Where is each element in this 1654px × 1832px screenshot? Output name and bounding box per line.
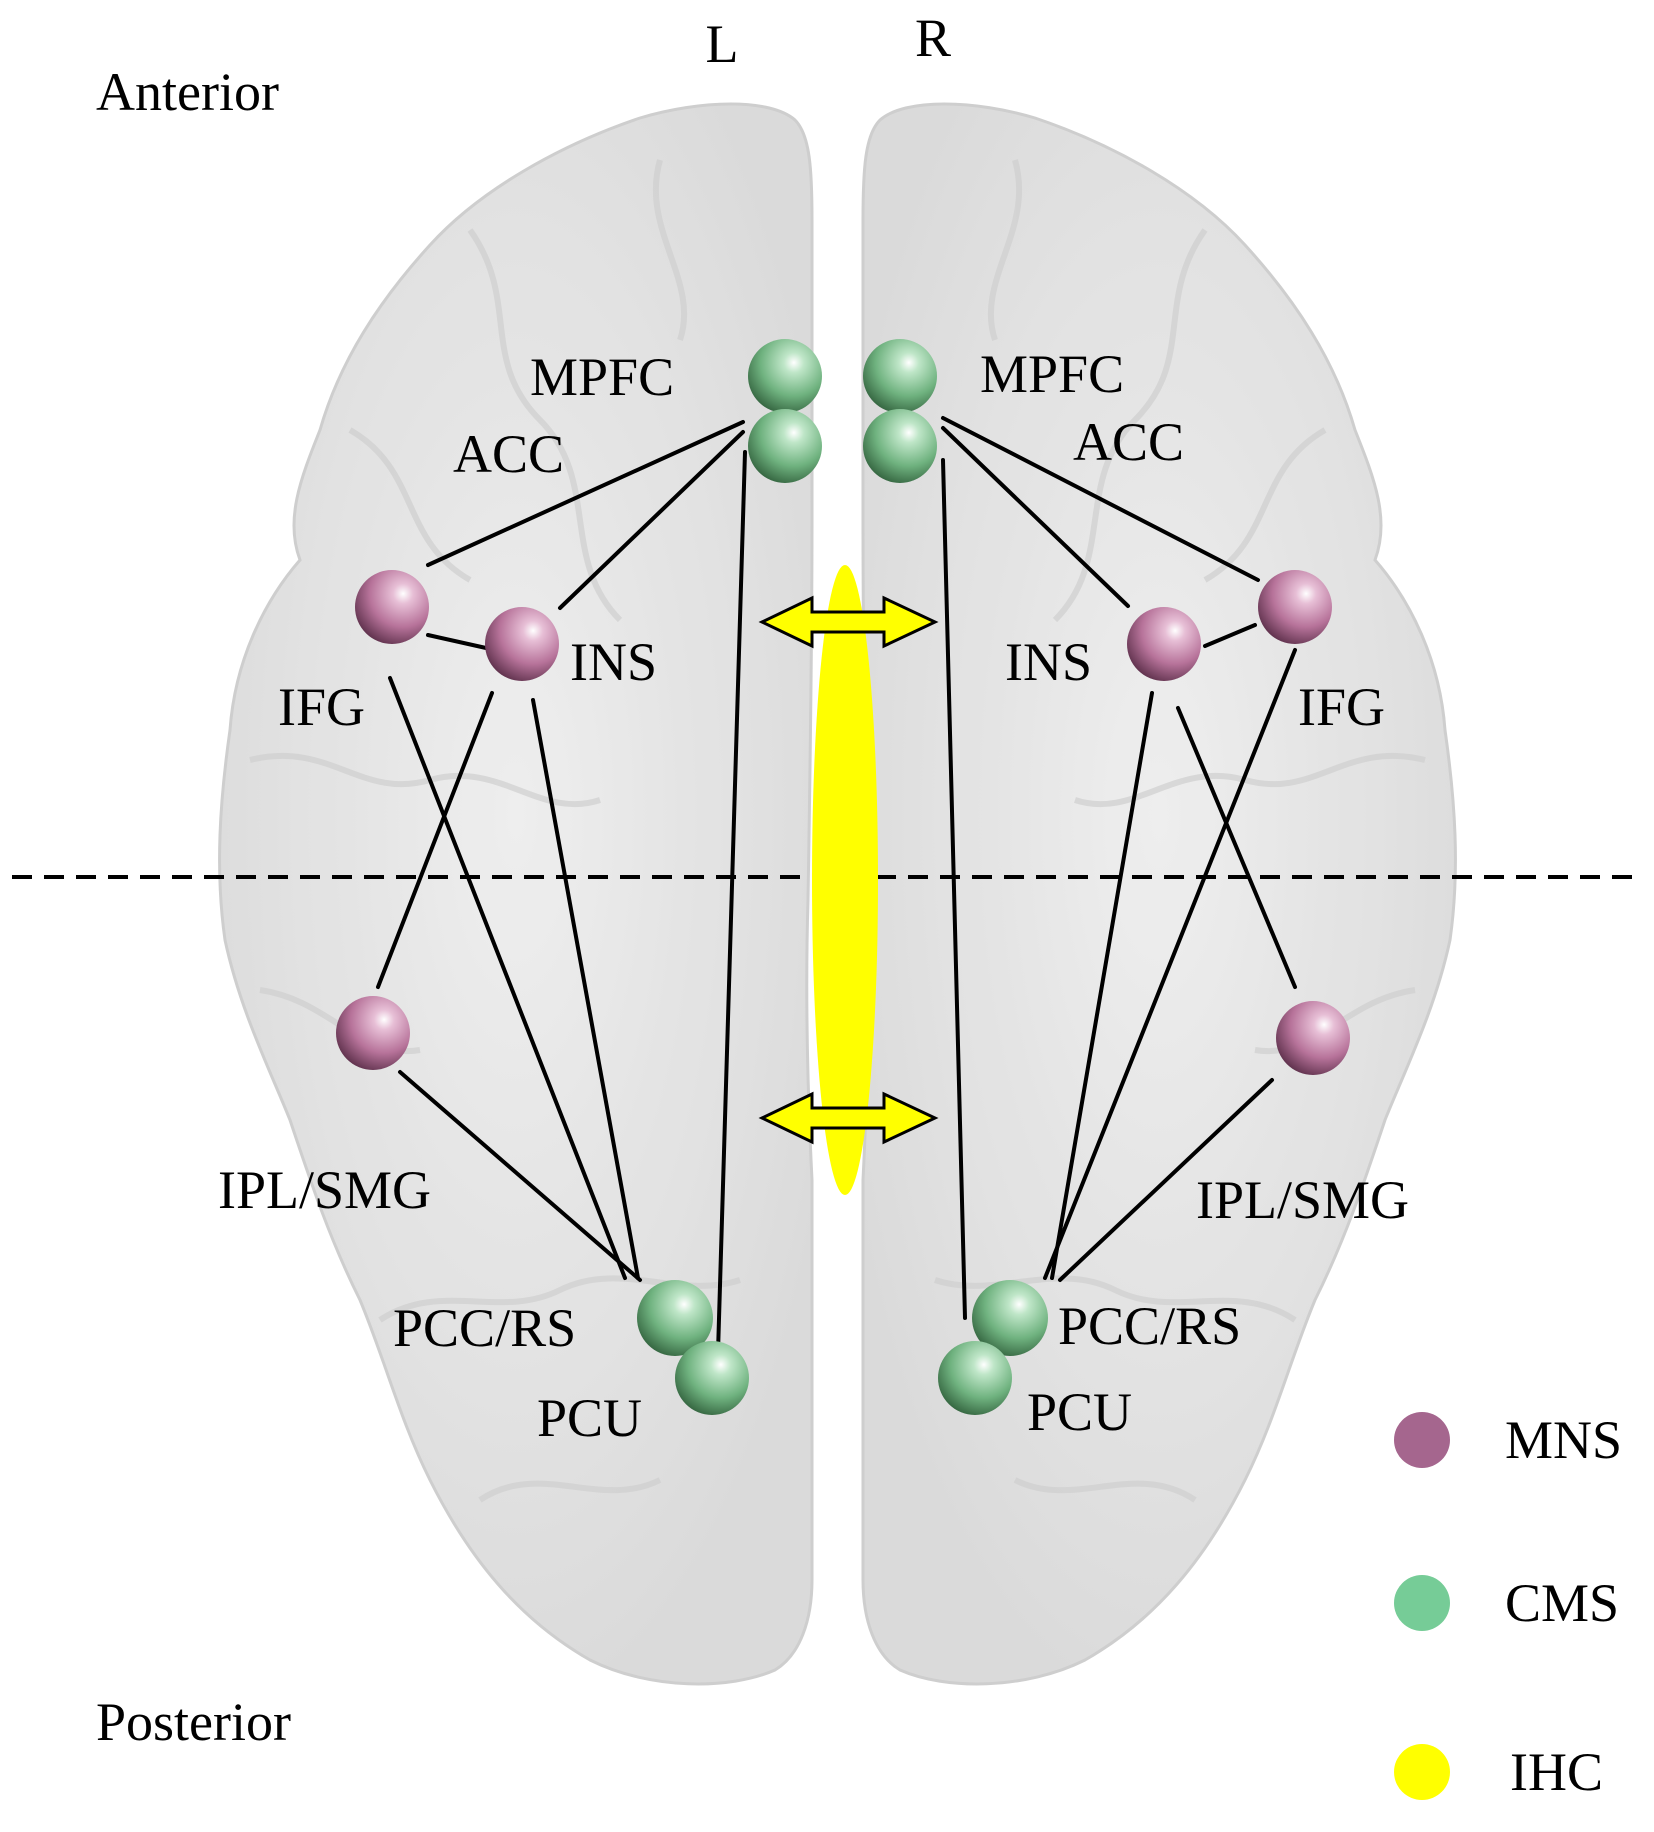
node-ins-left bbox=[485, 607, 559, 681]
label-ipl-right: IPL/SMG bbox=[1196, 1170, 1409, 1230]
label-ifg-left: IFG bbox=[278, 677, 365, 737]
edge-lmpfc-lifg bbox=[426, 420, 745, 567]
edge-lifg-lins bbox=[426, 633, 497, 652]
label-acc-left: ACC bbox=[453, 424, 564, 484]
label-ifg-right: IFG bbox=[1298, 677, 1385, 737]
edge-lins-lpcc bbox=[531, 698, 640, 1280]
legend-cms-swatch bbox=[1394, 1575, 1450, 1631]
edge-lifg-lpcc bbox=[388, 676, 627, 1280]
ihc-ellipse bbox=[812, 565, 878, 1195]
edge-rins-rifg bbox=[1203, 623, 1257, 648]
node-ifg-right bbox=[1258, 570, 1332, 644]
label-pcu-left: PCU bbox=[537, 1388, 642, 1448]
edge-racc-rpcu bbox=[941, 458, 967, 1320]
node-acc-left bbox=[748, 409, 822, 483]
edge-rmpfc-rins bbox=[941, 426, 1130, 608]
legend-cms-label: CMS bbox=[1505, 1573, 1619, 1633]
label-anterior: Anterior bbox=[96, 62, 279, 122]
edge-rifg-rpcc bbox=[1043, 648, 1297, 1280]
label-mpfc-right: MPFC bbox=[980, 344, 1124, 404]
mns-nodes bbox=[336, 570, 1350, 1075]
connections bbox=[376, 416, 1297, 1354]
edge-rins-rpcc bbox=[1050, 691, 1154, 1280]
edge-ripl-rpcc bbox=[1058, 1078, 1274, 1282]
ihc-arrow-upper bbox=[758, 595, 939, 649]
label-ins-left: INS bbox=[570, 632, 657, 692]
node-ins-right bbox=[1127, 607, 1201, 681]
label-mpfc-left: MPFC bbox=[530, 347, 674, 407]
label-posterior: Posterior bbox=[96, 1692, 291, 1752]
cms-nodes bbox=[637, 339, 1048, 1415]
edge-rins-ripl bbox=[1176, 706, 1297, 989]
legend: MNS CMS IHC bbox=[1394, 1410, 1622, 1802]
label-right: R bbox=[915, 8, 951, 68]
legend-ihc-label: IHC bbox=[1510, 1742, 1603, 1802]
node-acc-right bbox=[863, 409, 937, 483]
label-pcc-left: PCC/RS bbox=[393, 1298, 576, 1358]
edge-lipl-lpcc bbox=[398, 1070, 642, 1282]
node-pcc-right bbox=[972, 1280, 1048, 1356]
node-ipl-left bbox=[336, 996, 410, 1070]
legend-mns-label: MNS bbox=[1505, 1410, 1622, 1470]
node-ifg-left bbox=[355, 570, 429, 644]
label-ins-right: INS bbox=[1005, 632, 1092, 692]
ihc-arrow-lower bbox=[758, 1091, 939, 1145]
node-mpfc-left bbox=[748, 339, 822, 413]
label-pcu-right: PCU bbox=[1027, 1382, 1132, 1442]
label-acc-right: ACC bbox=[1073, 412, 1184, 472]
edge-lmpfc-lins bbox=[558, 430, 745, 610]
left-hemisphere bbox=[218, 102, 814, 1686]
legend-mns-swatch bbox=[1394, 1412, 1450, 1468]
node-mpfc-right bbox=[863, 339, 937, 413]
edge-lacc-lpcu bbox=[716, 450, 747, 1354]
node-pcu-right bbox=[938, 1341, 1012, 1415]
node-ipl-right bbox=[1276, 1001, 1350, 1075]
edge-rmpfc-rifg bbox=[941, 416, 1260, 582]
label-pcc-right: PCC/RS bbox=[1058, 1296, 1241, 1356]
label-ipl-left: IPL/SMG bbox=[218, 1160, 431, 1220]
edge-lins-lipl bbox=[376, 691, 494, 989]
label-left: L bbox=[706, 14, 739, 74]
node-pcc-left bbox=[637, 1280, 713, 1356]
legend-ihc-swatch bbox=[1394, 1744, 1450, 1800]
right-hemisphere bbox=[861, 102, 1457, 1686]
node-pcu-left bbox=[675, 1341, 749, 1415]
